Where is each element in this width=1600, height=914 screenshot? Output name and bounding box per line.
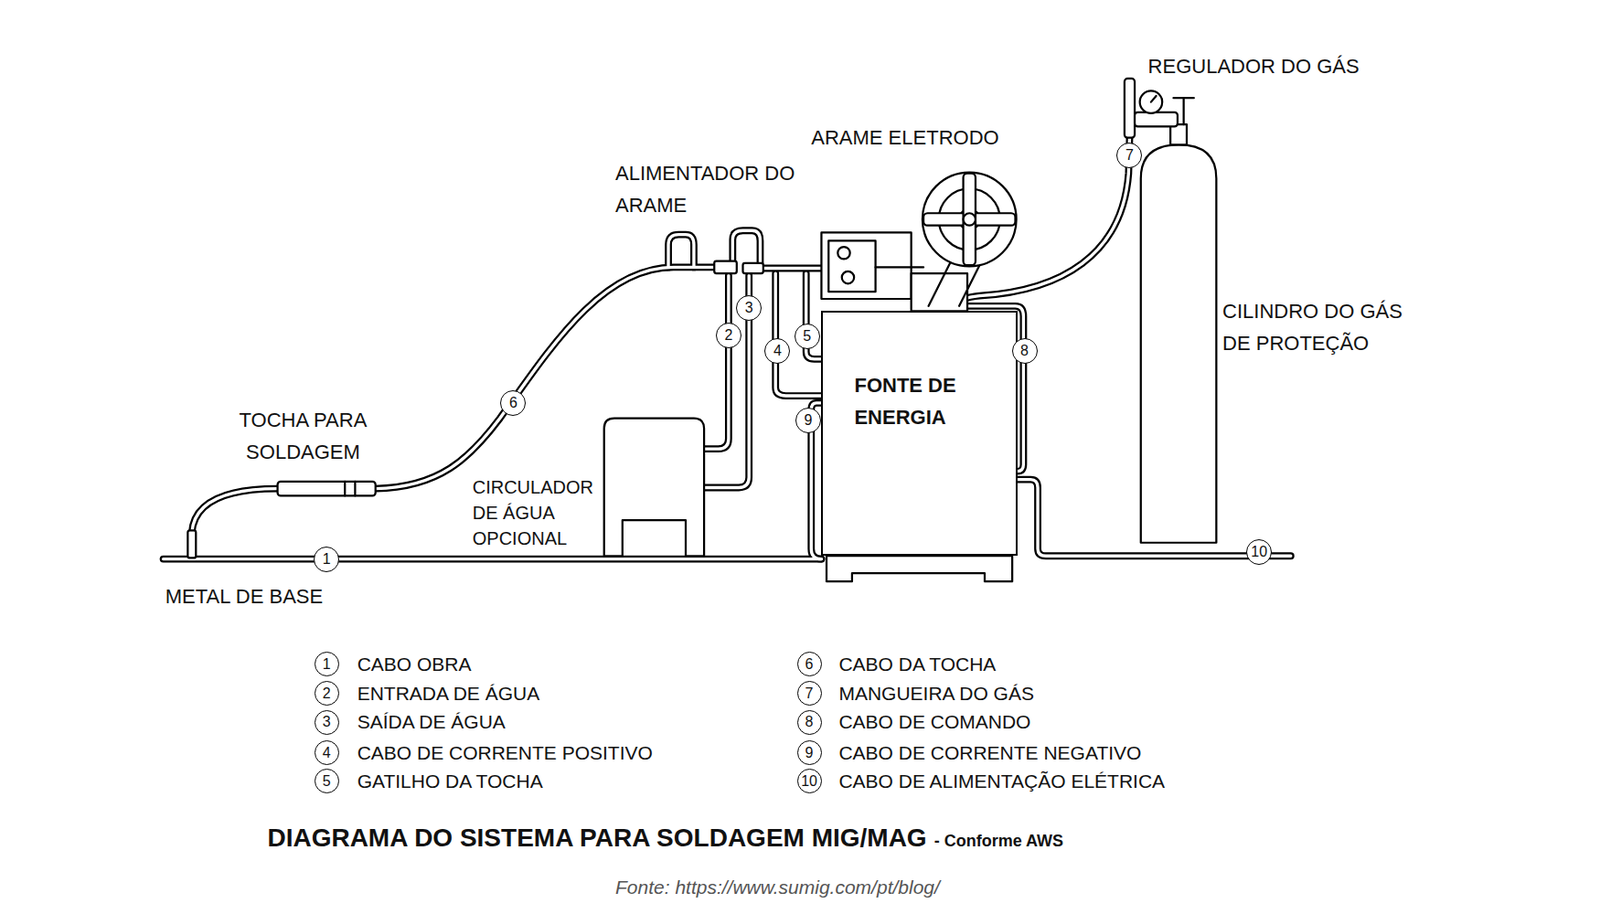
illustration-part <box>821 232 911 299</box>
callout-number: 7 <box>1116 142 1142 169</box>
illustration-part <box>875 266 924 268</box>
illustration-part <box>192 489 278 534</box>
part-label: CIRCULADOR DE ÁGUA OPCIONAL <box>472 474 606 552</box>
illustration-part <box>826 555 1013 582</box>
source-caption: Fonte: https://www.sumig.com/pt/blog/ <box>411 874 1143 901</box>
illustration-part <box>1151 96 1157 103</box>
illustration-part <box>1141 144 1217 543</box>
legend-text: CABO DE ALIMENTAÇÃO ELÉTRICA <box>838 768 1165 795</box>
illustration-part <box>277 481 376 497</box>
cable-cores <box>163 138 1291 560</box>
legend-text: MANGUEIRA DO GÁS <box>838 681 1035 707</box>
illustration-part <box>163 555 822 564</box>
illustration-part <box>922 172 1017 267</box>
legend-text: SAÍDA DE ÁGUA <box>357 709 506 736</box>
cable-outlines <box>163 138 1291 560</box>
legend-number: 4 <box>314 740 340 766</box>
part-label: ARAME ELETRODO <box>810 121 999 154</box>
illustration-part <box>828 240 875 292</box>
illustration-part <box>837 246 850 259</box>
legend-number: 9 <box>797 740 822 766</box>
callout-number: 4 <box>764 338 790 364</box>
legend-number: 10 <box>797 768 822 794</box>
part-label: REGULADOR DO GÁS <box>1148 50 1360 83</box>
illustration-part <box>842 271 854 284</box>
illustration-part <box>353 481 356 497</box>
illustration-part <box>704 275 729 449</box>
callout-number: 6 <box>500 390 526 416</box>
illustration-part <box>1173 96 1194 99</box>
callout-number: 8 <box>1012 338 1038 364</box>
illustration-part <box>704 275 729 449</box>
illustration-part <box>1183 97 1185 125</box>
part-label: TOCHA PARA SOLDAGEM <box>229 404 376 469</box>
illustration-part <box>775 273 822 396</box>
illustration-part <box>163 557 822 561</box>
legend-number: 3 <box>314 710 340 736</box>
illustration-part <box>923 213 1015 225</box>
legend-text: ENTRADA DE ÁGUA <box>357 681 541 707</box>
illustration-part <box>192 489 278 534</box>
legend-number: 8 <box>797 710 822 736</box>
part-label: ALIMENTADOR DO ARAME <box>615 157 817 222</box>
illustration-part <box>714 261 737 274</box>
illustration-part <box>1140 90 1163 114</box>
illustration-part <box>604 418 704 557</box>
legend-number: 5 <box>314 768 340 794</box>
diagram-title: DIAGRAMA DO SISTEMA PARA SOLDAGEM MIG/MA… <box>266 821 927 855</box>
legend-text: CABO OBRA <box>357 651 472 678</box>
power-source-box: FONTE DE ENERGIA <box>821 310 1017 556</box>
illustration-part <box>1124 78 1135 139</box>
illustration-part <box>187 530 196 558</box>
title-note: - Conforme AWS <box>934 832 1064 852</box>
illustration-part <box>343 481 346 497</box>
legend-text: CABO DE CORRENTE POSITIVO <box>357 740 653 767</box>
part-label: CILINDRO DO GÁS DE PROTEÇÃO <box>1222 295 1419 360</box>
illustration-part <box>668 234 694 268</box>
callout-number: 10 <box>1246 539 1272 566</box>
illustration-part <box>963 213 976 225</box>
illustration-part <box>742 263 763 274</box>
callout-number: 1 <box>313 546 340 573</box>
legend-number: 6 <box>797 651 822 677</box>
illustration-part <box>763 265 822 273</box>
legend-text: CABO DA TOCHA <box>838 651 996 678</box>
part-label: METAL DE BASE <box>165 580 323 613</box>
callout-number: 5 <box>794 323 821 350</box>
legend-text: GATILHO DA TOCHA <box>357 768 544 795</box>
legend-text: CABO DE COMANDO <box>838 709 1031 736</box>
illustration-part <box>963 173 976 266</box>
legend-number: 7 <box>797 681 822 706</box>
illustration-part <box>1134 112 1178 128</box>
legend-number: 1 <box>314 651 340 677</box>
illustration-part <box>1170 124 1187 145</box>
illustration-part <box>775 273 822 396</box>
callout-number: 3 <box>736 295 762 321</box>
illustration-part <box>763 266 822 270</box>
legend-number: 2 <box>314 681 340 706</box>
callout-number: 2 <box>715 322 742 349</box>
callout-number: 9 <box>795 407 822 434</box>
illustration-part <box>668 234 694 268</box>
illustration-group <box>163 78 1291 582</box>
node-label: FONTE DE ENERGIA <box>853 369 992 434</box>
legend-text: CABO DE CORRENTE NEGATIVO <box>838 740 1142 767</box>
